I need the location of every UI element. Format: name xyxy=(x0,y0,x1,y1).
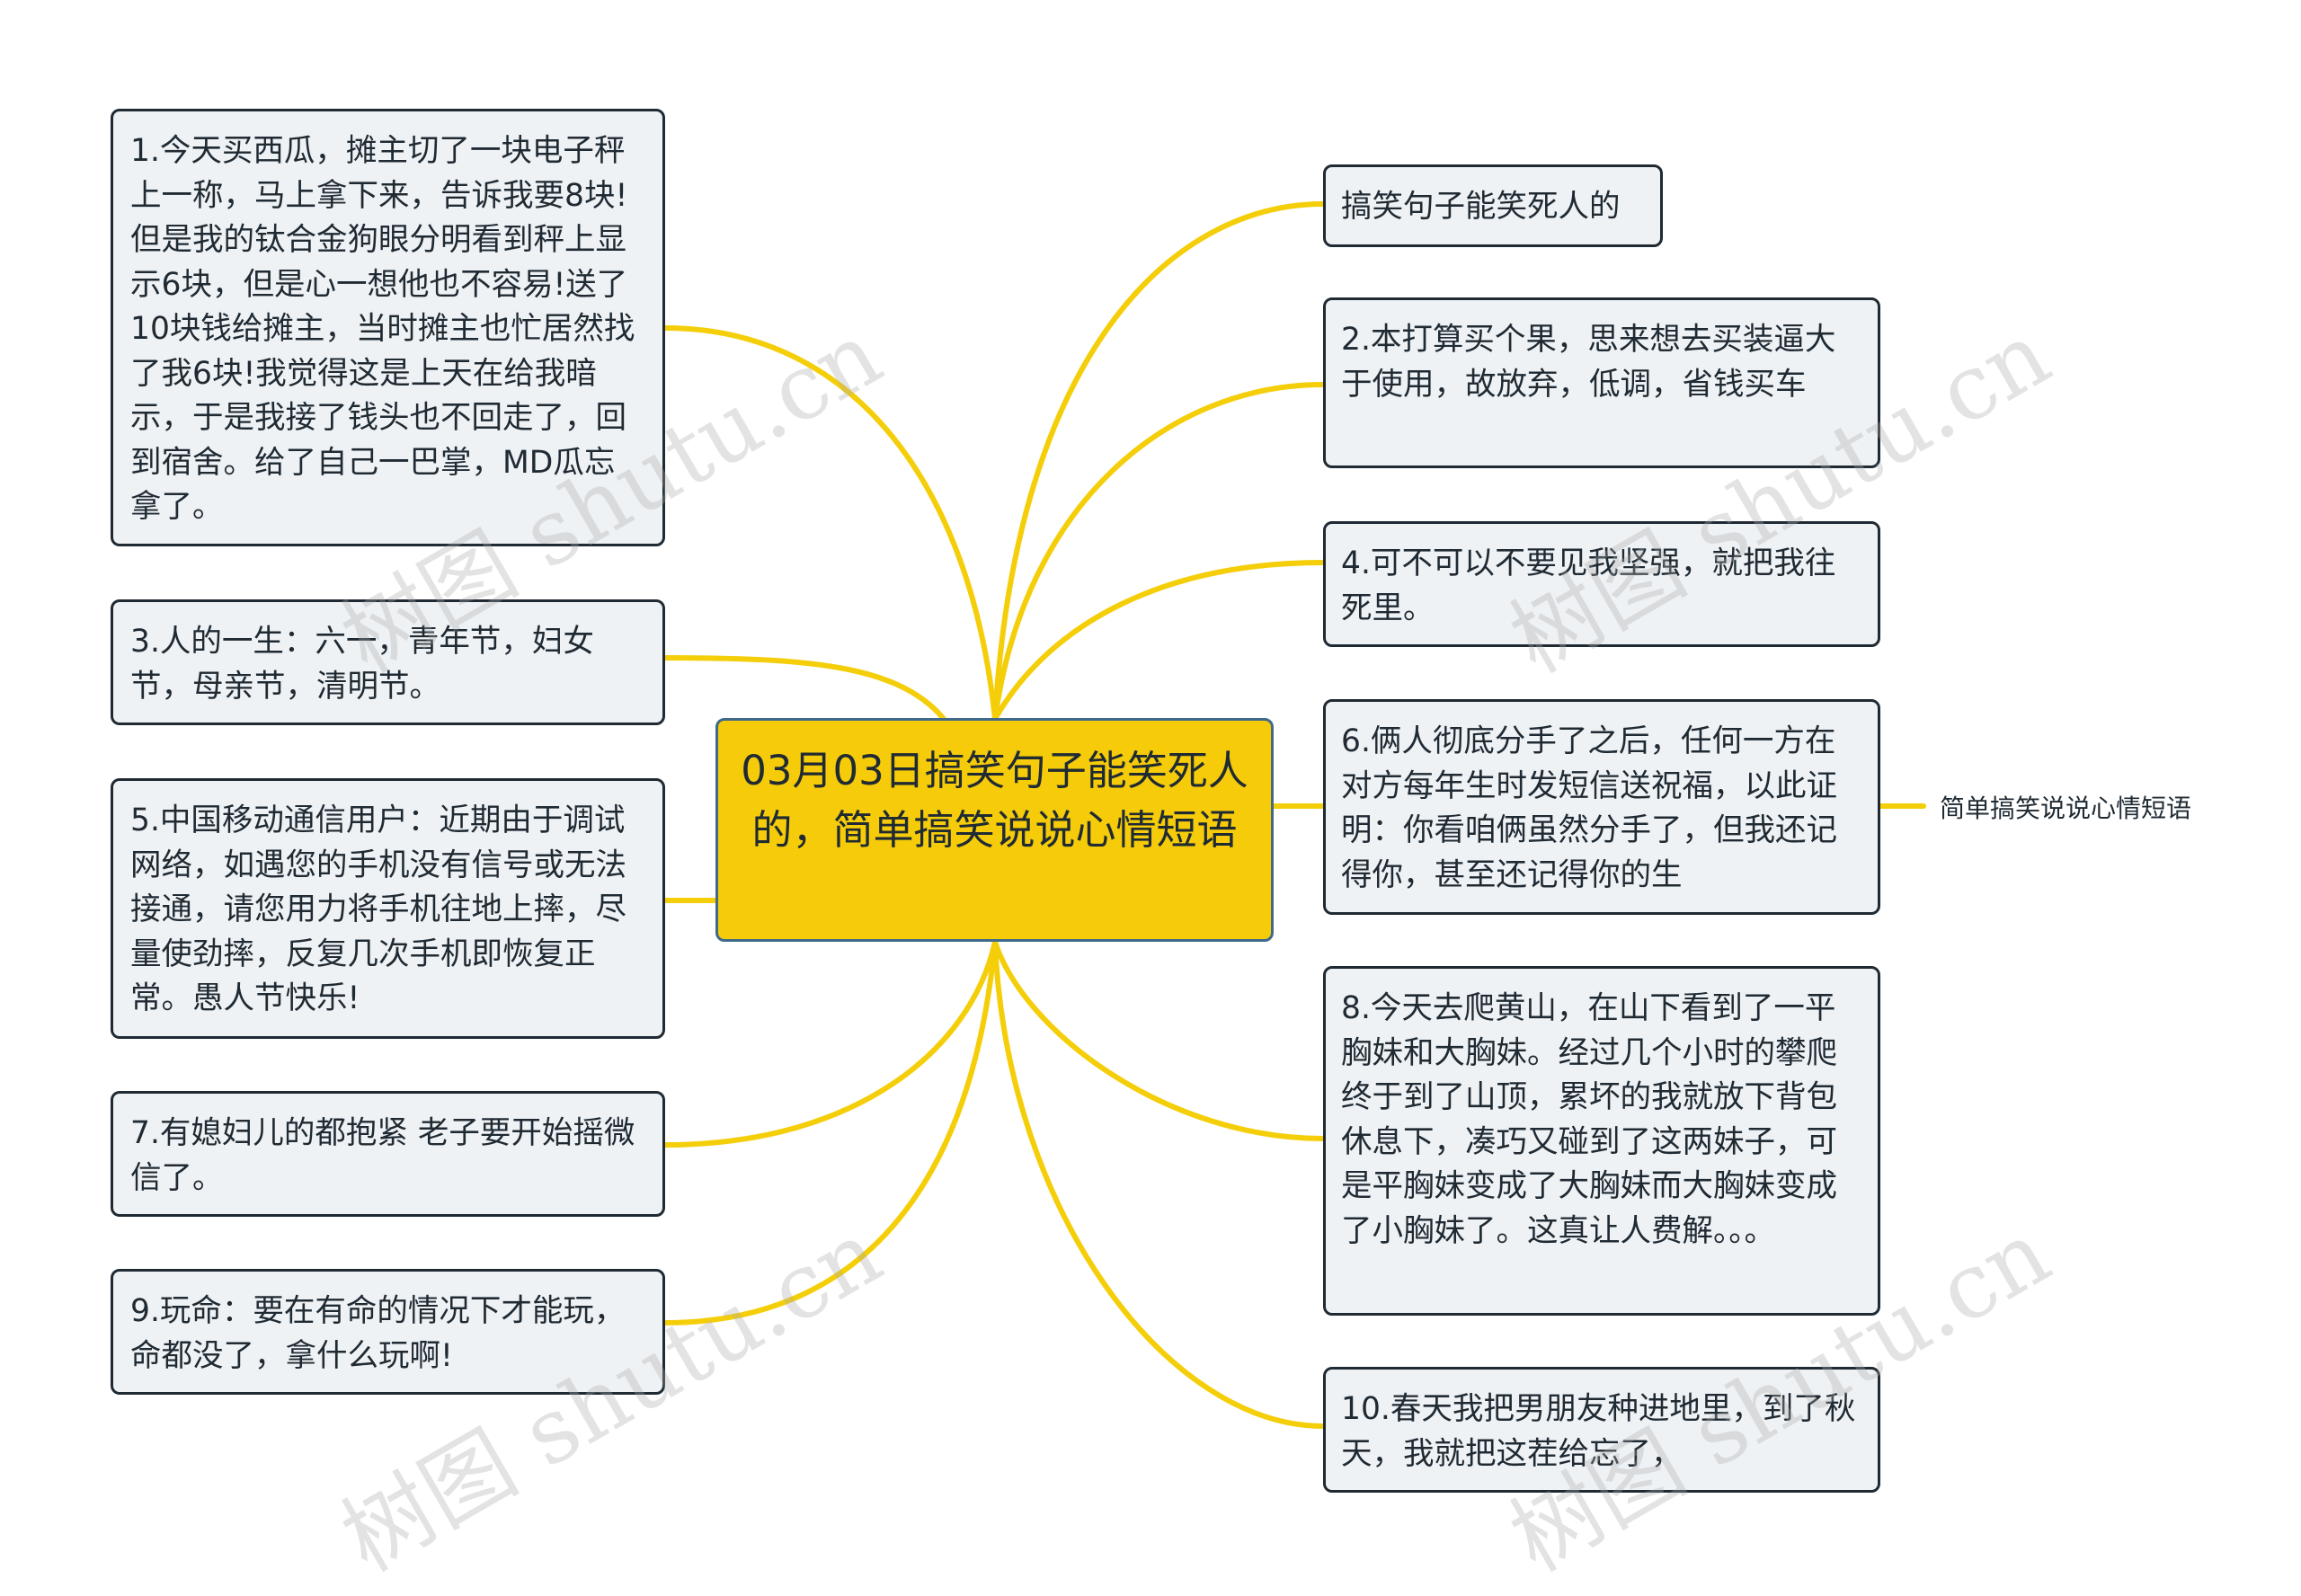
topic-left-9[interactable]: 9.玩命：要在有命的情况下才能玩，命都没了，拿什么玩啊! xyxy=(111,1269,665,1395)
branch-left-3 xyxy=(662,655,946,722)
topic-text: 7.有媳妇儿的都抱紧 老子要开始摇微信了。 xyxy=(130,1115,635,1196)
central-topic-label: 03月03日搞笑句子能笑死人的，简单搞笑说说心情短语 xyxy=(741,747,1248,854)
topic-right-2[interactable]: 2.本打算买个果，思来想去买装逼大于使用，故放弃，低调，省钱买车 xyxy=(1323,297,1880,468)
topic-right-0[interactable]: 搞笑句子能笑死人的 xyxy=(1323,164,1663,247)
topic-right-6[interactable]: 6.俩人彻底分手了之后，任何一方在对方每年生时发短信送祝福，以此证明：你看咱俩虽… xyxy=(1323,699,1880,915)
topic-text: 1.今天买西瓜，摊主切了一块电子秤上一称，马上拿下来，告诉我要8块!但是我的钛合… xyxy=(130,133,635,525)
subtopic-leaf-text: 简单搞笑说说心情短语 xyxy=(1940,794,2192,823)
topic-left-7[interactable]: 7.有媳妇儿的都抱紧 老子要开始摇微信了。 xyxy=(111,1091,665,1217)
topic-left-1[interactable]: 1.今天买西瓜，摊主切了一块电子秤上一称，马上拿下来，告诉我要8块!但是我的钛合… xyxy=(111,109,665,546)
topic-text: 8.今天去爬黄山，在山下看到了一平胸妹和大胸妹。经过几个小时的攀爬终于到了山顶，… xyxy=(1341,990,1837,1249)
topic-right-4[interactable]: 4.可不可以不要见我坚强，就把我往死里。 xyxy=(1323,521,1880,647)
topic-text: 2.本打算买个果，思来想去买装逼大于使用，故放弃，低调，省钱买车 xyxy=(1341,322,1836,403)
central-topic[interactable]: 03月03日搞笑句子能笑死人的，简单搞笑说说心情短语 xyxy=(715,718,1274,942)
topic-right-8[interactable]: 8.今天去爬黄山，在山下看到了一平胸妹和大胸妹。经过几个小时的攀爬终于到了山顶，… xyxy=(1323,966,1880,1316)
topic-text: 6.俩人彻底分手了之后，任何一方在对方每年生时发短信送祝福，以此证明：你看咱俩虽… xyxy=(1341,723,1837,893)
topic-text: 4.可不可以不要见我坚强，就把我往死里。 xyxy=(1341,545,1836,626)
topic-left-5[interactable]: 5.中国移动通信用户：近期由于调试网络，如遇您的手机没有信号或无法接通，请您用力… xyxy=(111,778,665,1039)
subtopic-leaf[interactable]: 简单搞笑说说心情短语 xyxy=(1940,791,2191,827)
topic-right-10[interactable]: 10.春天我把男朋友种进地里，到了秋天，我就把这茬给忘了， xyxy=(1323,1367,1880,1493)
branch-left-7 xyxy=(662,939,998,1148)
branch-left-9 xyxy=(662,939,998,1326)
topic-text: 10.春天我把男朋友种进地里，到了秋天，我就把这茬给忘了， xyxy=(1341,1391,1856,1472)
topic-text: 搞笑句子能笑死人的 xyxy=(1341,189,1621,225)
branch-right-8 xyxy=(992,939,1326,1141)
branch-right-0 xyxy=(992,201,1326,722)
topic-text: 3.人的一生：六一，青年节，妇女节，母亲节，清明节。 xyxy=(130,624,594,705)
branch-left-1 xyxy=(662,325,998,722)
branch-right-4 xyxy=(992,560,1326,722)
topic-text: 5.中国移动通信用户：近期由于调试网络，如遇您的手机没有信号或无法接通，请您用力… xyxy=(130,802,626,1016)
topic-left-3[interactable]: 3.人的一生：六一，青年节，妇女节，母亲节，清明节。 xyxy=(111,599,665,725)
topic-text: 9.玩命：要在有命的情况下才能玩，命都没了，拿什么玩啊! xyxy=(130,1293,626,1374)
branch-right-2 xyxy=(992,382,1326,722)
branch-right-10 xyxy=(992,939,1326,1429)
